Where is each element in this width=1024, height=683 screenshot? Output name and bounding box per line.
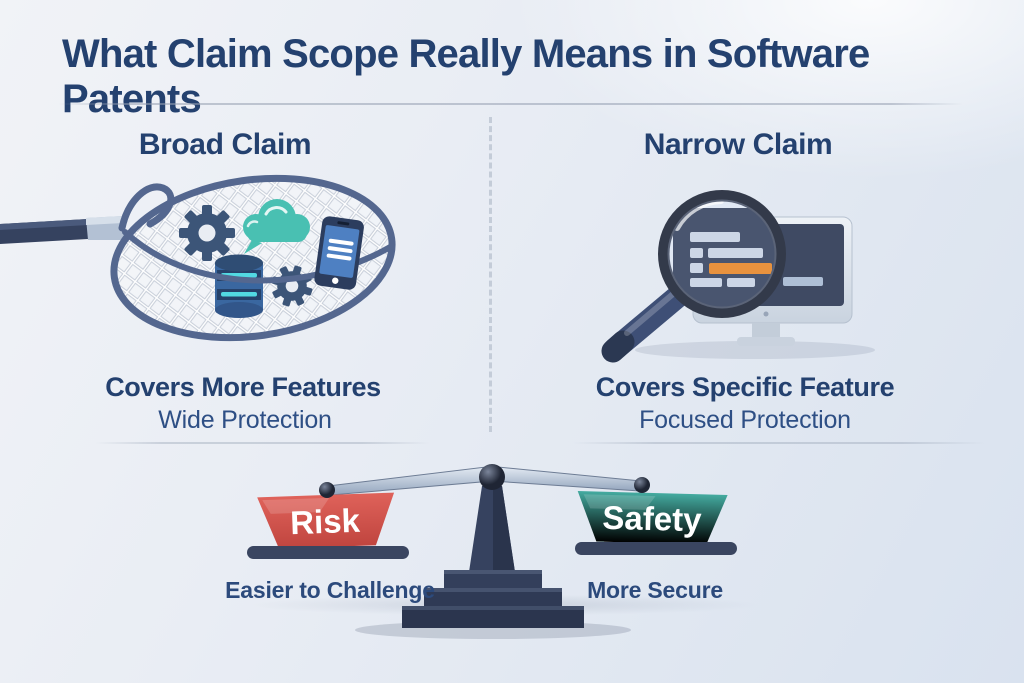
safety-annotation: More Secure [587,577,723,603]
page-title: What Claim Scope Really Means in Softwar… [62,32,870,121]
safety-tray [575,542,737,555]
broad-claim-caption: Covers More Features [105,372,381,402]
right-beam-sphere [634,477,650,493]
broad-claim-subcaption: Wide Protection [158,406,332,434]
smartphone-icon [314,216,364,290]
broad-claim-header: Broad Claim [138,128,312,161]
right-column-rule [573,442,985,444]
narrow-claim-header: Narrow Claim [643,128,833,161]
net-handle [0,216,125,244]
narrow-claim-subcaption: Focused Protection [639,406,851,434]
magnifier-icon [601,190,786,363]
risk-tray [247,546,409,559]
safety-label: Safety [602,499,703,539]
narrow-claim-caption: Covers Specific Feature [595,372,895,402]
gear-icon [179,205,235,261]
risk-pan: Risk [257,492,395,549]
scale-pillar [402,486,584,628]
column-divider [489,117,492,432]
highlighted-code-line [709,263,772,274]
pivot-sphere [479,464,505,490]
safety-pan: Safety [577,491,728,545]
left-beam-sphere [319,482,335,498]
magnifier-ring [658,190,786,318]
risk-annotation: Easier to Challenge [225,577,435,603]
monitor-magnifier-illustration [601,190,875,363]
risk-label: Risk [290,502,362,541]
net-loop [118,183,175,232]
balance-scale-icon: Risk Safety [247,464,737,639]
magnified-code [673,208,776,308]
net-icon [0,174,396,342]
monitor-shadow [635,341,875,359]
database-icon [215,254,263,318]
title-divider [58,103,963,105]
left-column-rule [95,442,430,444]
cloud-icon [243,199,310,254]
